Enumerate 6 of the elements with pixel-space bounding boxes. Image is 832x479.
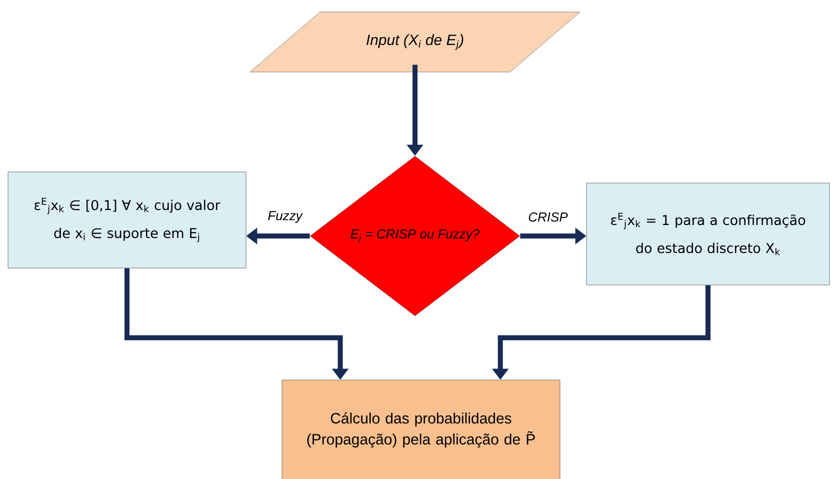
result-box: Cálculo das probabilidades (Propagação) pela aplicação de P̃: [282, 380, 560, 479]
process-box: ε$^{E}$$_{j}$x$_{k}$ ∈ [0,1] ∀ x$_{k}$ cujo valor de x$_{i}$ ∈ suporte em E$_{j}$: [8, 172, 246, 268]
edge-label: Fuzzy: [266, 210, 304, 224]
process-box: ε$^{E}$$_{j}$x$_{k}$ = 1 para a confirmação do estado discreto X$_{k}$: [586, 182, 830, 286]
edge-label: CRISP: [527, 211, 569, 223]
input-parallelogram: Input (X$_{i}$ de E$_{j}$): [250, 12, 580, 72]
